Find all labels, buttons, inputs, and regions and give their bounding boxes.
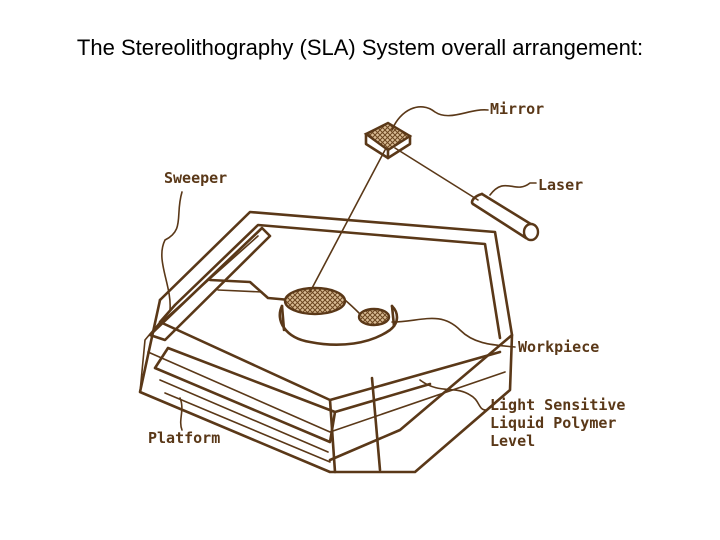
sweeper-label: Sweeper	[164, 169, 227, 187]
laser	[470, 192, 540, 242]
vat	[138, 210, 514, 474]
workpiece	[278, 286, 399, 346]
laser-label: Laser	[538, 176, 583, 194]
slide-title: The Stereolithography (SLA) System overa…	[76, 35, 644, 60]
mirror	[363, 121, 413, 160]
platform	[153, 346, 432, 463]
leader-lines	[161, 106, 537, 431]
platform-label: Platform	[148, 429, 220, 447]
light-sensitive-label-line2: Liquid Polymer	[490, 414, 616, 432]
light-sensitive-label-line3: Level	[490, 432, 535, 450]
laser-beam	[309, 147, 479, 293]
workpiece-label: Workpiece	[518, 338, 599, 356]
light-sensitive-label-line1: Light Sensitive	[490, 396, 625, 414]
mirror-label: Mirror	[490, 100, 544, 118]
sweeper	[148, 226, 292, 342]
